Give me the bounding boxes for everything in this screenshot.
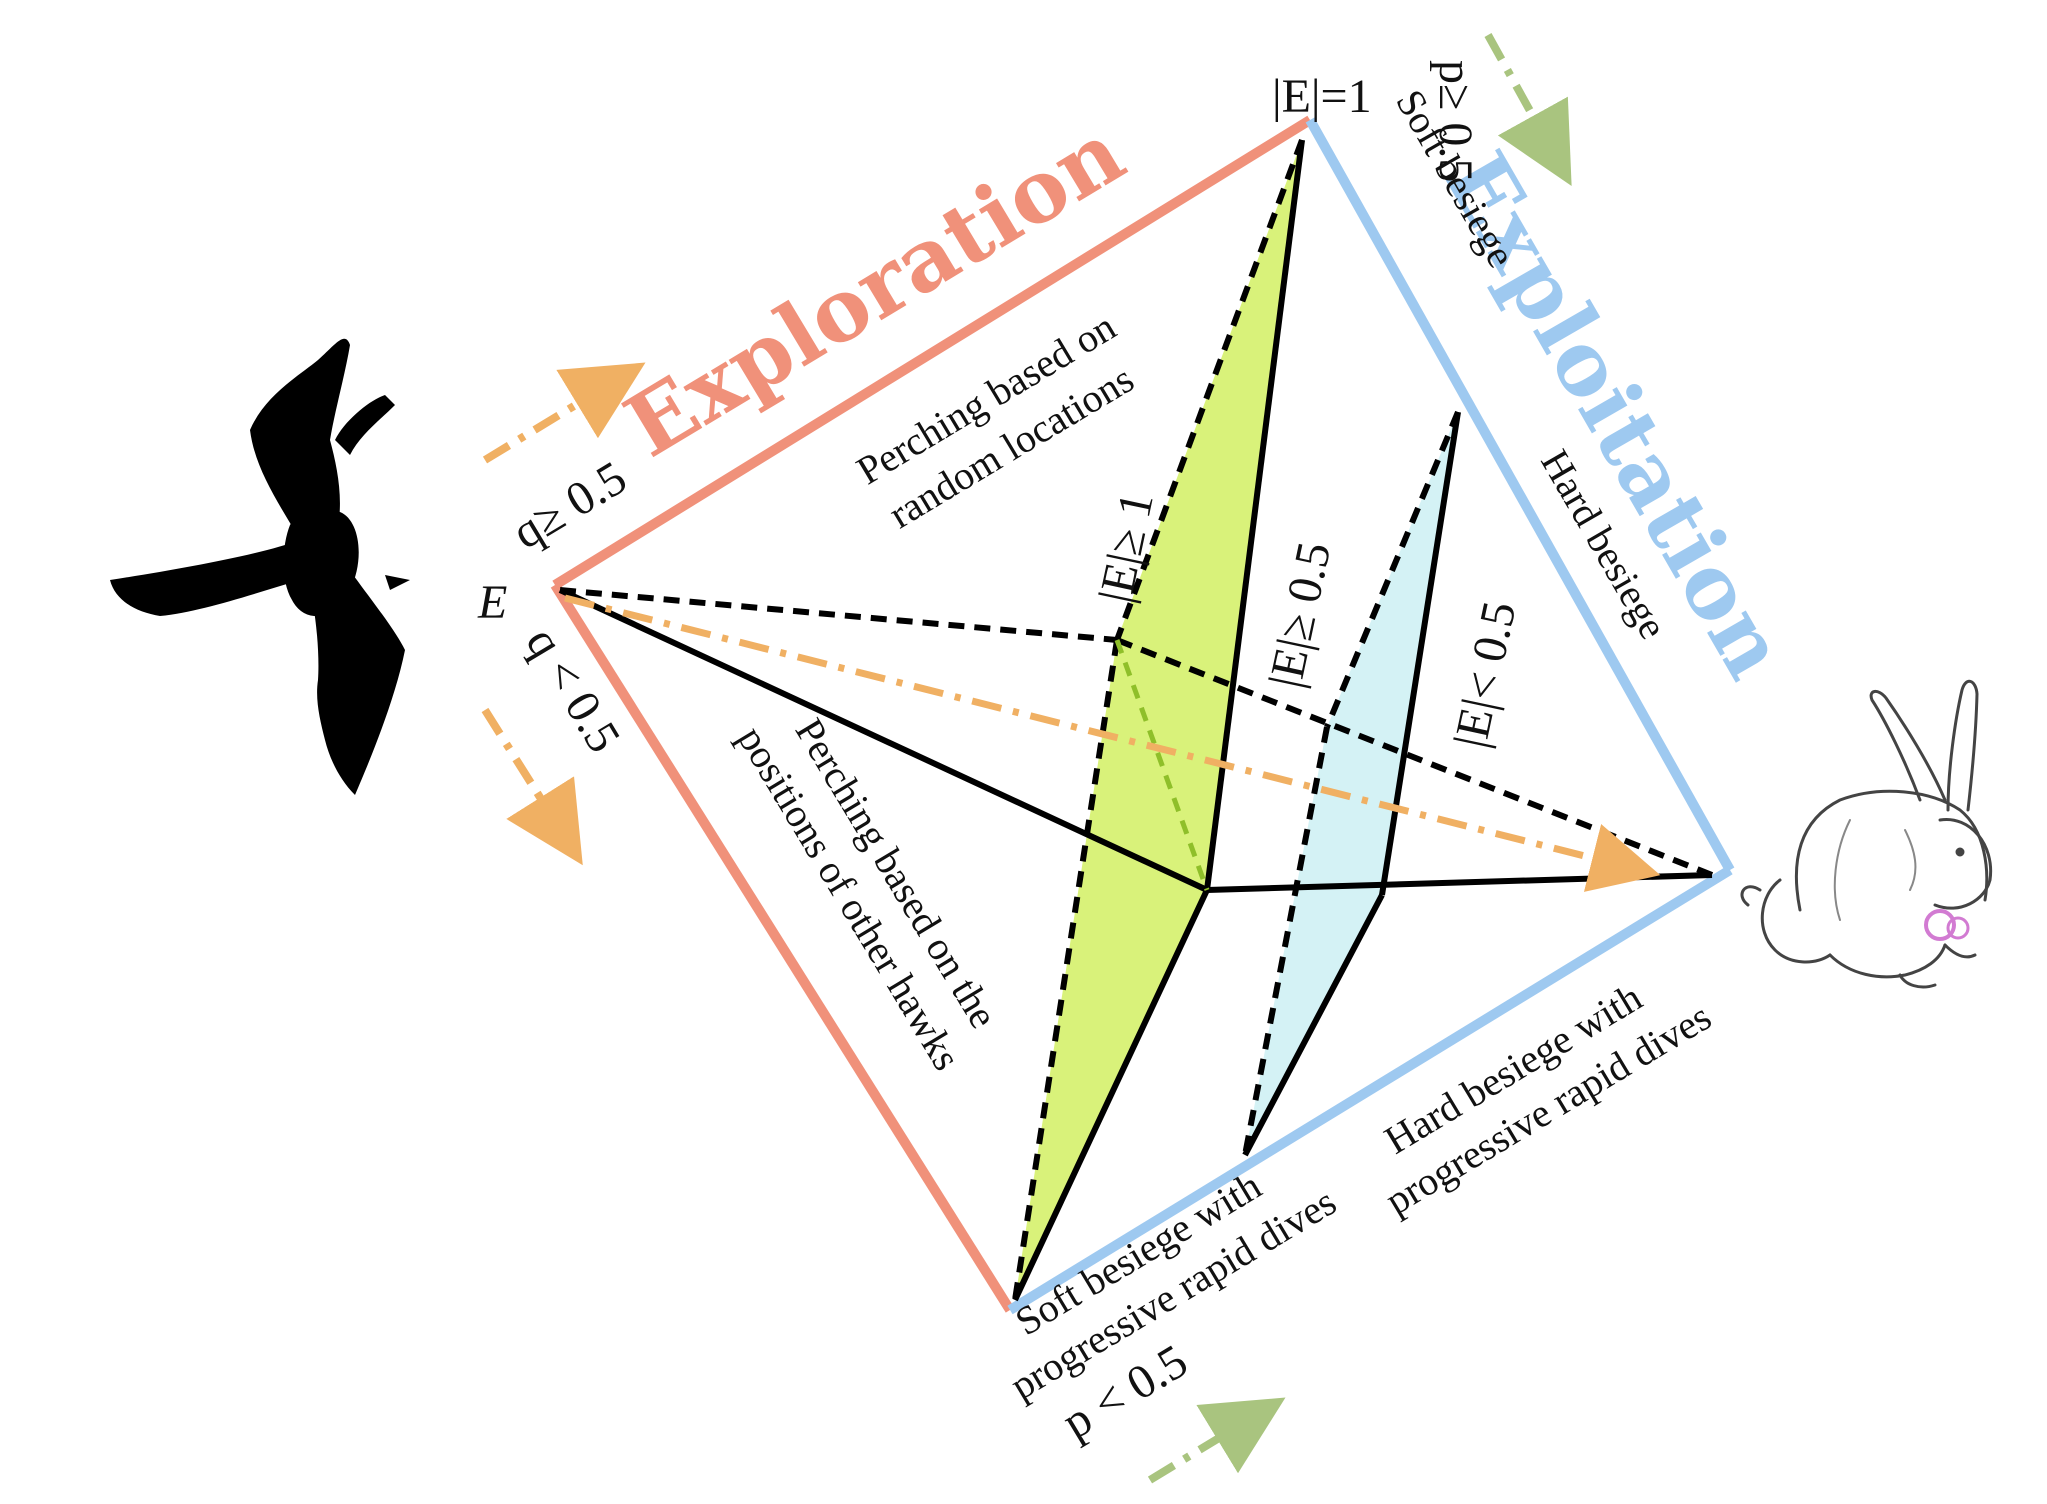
- p-ge-label: p≥ 0.5: [1429, 60, 1482, 182]
- exploitation-edge-bottom: [1007, 865, 1733, 1315]
- e-ge-05-label: |E|≥ 0.5: [1259, 538, 1341, 693]
- orange-arrow-upper: [482, 362, 646, 464]
- e-lt-05-label: |E|< 0.5: [1444, 597, 1527, 752]
- green-dashed-diagonal: [1114, 639, 1210, 891]
- green-arrow-lower: [1147, 1397, 1286, 1484]
- hawk-silhouette-icon: [110, 338, 410, 795]
- rabbit-sketch-icon: [1740, 679, 1993, 989]
- exploitation-edge-right: [1305, 117, 1735, 873]
- green-arrow-upper: [1484, 33, 1572, 186]
- exploration-edge-bottom: [550, 582, 1015, 1313]
- vertex-e-label: E: [477, 576, 507, 629]
- blue-plane: [1245, 412, 1458, 1155]
- q-lt-label: q < 0.5: [516, 618, 631, 761]
- e-equals-1-label: |E|=1: [1272, 70, 1372, 123]
- orange-arrow-lower: [481, 707, 583, 866]
- exploration-edge-top: [552, 115, 1313, 590]
- green-plane: [1015, 140, 1302, 1300]
- orange-attack-arrow: [564, 594, 1661, 892]
